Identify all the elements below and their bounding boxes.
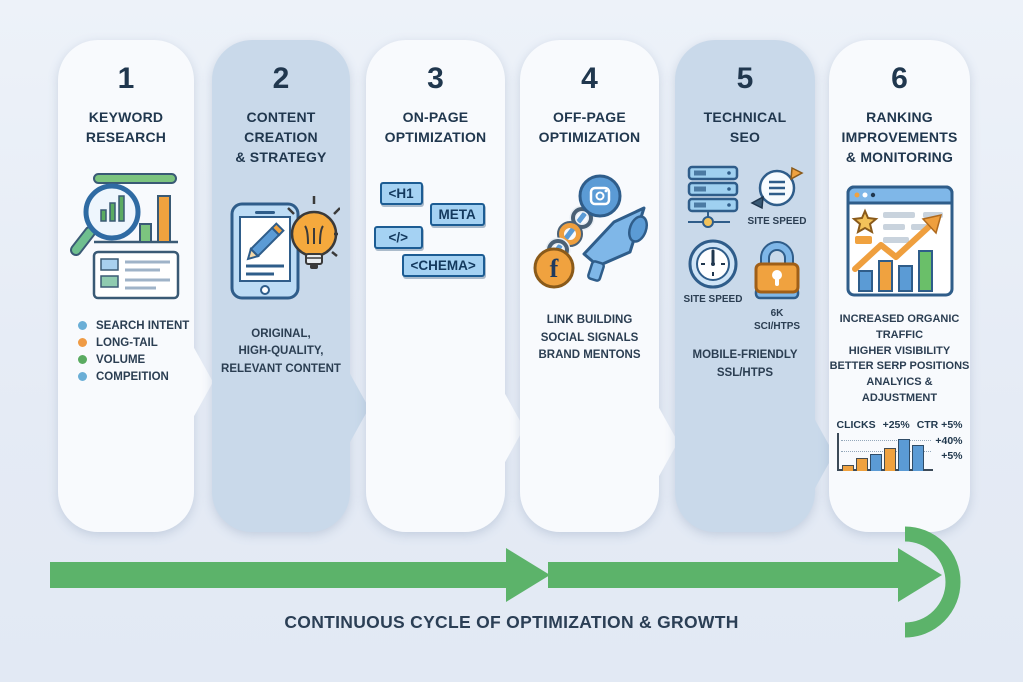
cycle-arc-icon	[904, 526, 961, 638]
chain-social-megaphone-icon: f	[533, 174, 648, 289]
code-tag: <H1	[379, 181, 423, 205]
mini-analytics-chart: CLICKS +25% CTR +5% +40% +5%	[836, 419, 963, 472]
step-number: 5	[736, 62, 754, 95]
step-card-keyword-research: 1 KEYWORD RESEARCH	[58, 40, 213, 532]
code-tag: </>	[373, 225, 424, 249]
step-title: CONTENT CREATION & STRATEGY	[235, 109, 327, 165]
site-speed-refresh-cell: SITE SPEED	[747, 164, 807, 228]
clock-icon	[688, 239, 738, 289]
gridline	[840, 440, 931, 442]
server-stack-icon	[687, 165, 739, 228]
step-title: OFF-PAGE OPTIMIZATION	[538, 109, 641, 145]
refresh-arrows-icon	[750, 166, 804, 209]
chevron-right-icon	[349, 372, 369, 444]
keyword-bullet: VOLUME	[78, 354, 184, 366]
clicks-label: CLICKS	[836, 419, 876, 432]
mini-chart-bar	[869, 454, 882, 472]
ssl-lock-label: 6K SCI/HTPS	[753, 307, 801, 332]
magnifier-bar-chart-icon	[70, 172, 180, 299]
site-speed-clock-cell: SITE SPEED	[683, 238, 743, 306]
step-title: KEYWORD RESEARCH	[85, 109, 167, 145]
keyword-bullet-list: SEARCH INTENT LONG-TAIL VOLUME COMPEITION	[78, 320, 189, 383]
cycle-arrow-head-1	[506, 548, 550, 602]
mini-chart-bars	[841, 433, 924, 472]
step-number: 6	[891, 62, 908, 95]
ssl-lock-cell: 6K SCI/HTPS	[747, 238, 807, 333]
tablet-pencil-lightbulb-icon	[230, 195, 340, 300]
step-caption: INCREASED ORGANIC TRAFFIC HIGHER VISIBIL…	[829, 312, 970, 405]
step-card-technical-seo: 5 TECHNICAL SEO	[675, 40, 834, 532]
step-card-off-page: 4 OFF-PAGE OPTIMIZATION f	[520, 40, 678, 532]
analytics-browser-icon	[846, 185, 953, 297]
cycle-arrow-shaft-1	[50, 562, 507, 588]
bullet-dot-icon	[78, 372, 87, 382]
svg-text:f: f	[549, 254, 558, 283]
step-title: TECHNICAL SEO	[703, 109, 787, 145]
mini-chart-plot: +40% +5%	[836, 433, 963, 472]
mini-chart-bar	[883, 448, 896, 472]
keyword-bullet: LONG-TAIL	[78, 337, 184, 349]
annotation-40: +40%	[935, 435, 963, 448]
mini-chart-bar	[911, 445, 924, 472]
step-number: 4	[581, 62, 598, 95]
keyword-bullet: SEARCH INTENT	[78, 320, 189, 332]
code-tag: <CHEMA>	[401, 253, 485, 277]
cycle-arrow-head-2	[898, 548, 942, 602]
step-number: 2	[272, 62, 290, 95]
mini-chart-bar	[855, 458, 868, 472]
bullet-label: COMPEITION	[96, 370, 169, 383]
step-title: RANKING IMPROVEMENTS & MONITORING	[841, 109, 958, 165]
step-card-content-creation: 2 CONTENT CREATION & STRATEGY	[212, 40, 369, 532]
bullet-dot-icon	[78, 355, 87, 365]
step-caption: ORIGINAL, HIGH-QUALITY, RELEVANT CONTENT	[221, 327, 341, 376]
technical-seo-grid: SITE SPEED SITE SPEED	[683, 164, 807, 333]
mini-chart-bar	[897, 439, 910, 472]
bullet-label: SEARCH INTENT	[96, 319, 190, 332]
mini-chart-bar	[841, 465, 854, 472]
annotation-5: +5%	[941, 450, 963, 463]
chevron-right-icon	[193, 346, 213, 418]
bullet-label: LONG-TAIL	[96, 336, 158, 349]
site-speed-label: SITE SPEED	[747, 215, 807, 227]
step-number: 1	[117, 62, 135, 95]
step-number: 3	[427, 62, 444, 95]
keyword-bullet: COMPEITION	[78, 371, 184, 383]
step-caption: LINK BUILDING SOCIAL SIGNALS BRAND MENTO…	[538, 313, 641, 362]
site-speed-label: SITE SPEED	[683, 293, 743, 305]
step-title: ON-PAGE OPTIMIZATION	[384, 109, 487, 145]
step-caption: MOBILE-FRIENDLY SSL/HTPS	[692, 348, 798, 379]
code-tag: META	[429, 202, 485, 226]
ctr-pct: CTR +5%	[916, 419, 963, 432]
clicks-pct: +25%	[882, 419, 910, 432]
footer-label: CONTINUOUS CYCLE OF OPTIMIZATION & GROWT…	[284, 612, 739, 632]
bullet-dot-icon	[78, 338, 87, 348]
chevron-right-icon	[504, 392, 524, 464]
padlock-icon	[754, 240, 800, 299]
chevron-right-icon	[658, 406, 678, 478]
cycle-arrow-shaft-2	[548, 562, 899, 588]
step-card-ranking: 6 RANKING IMPROVEMENTS & MONITORING	[829, 40, 970, 532]
server-stack-cell	[684, 164, 742, 230]
bullet-label: VOLUME	[96, 353, 146, 366]
bullet-dot-icon	[78, 321, 87, 331]
